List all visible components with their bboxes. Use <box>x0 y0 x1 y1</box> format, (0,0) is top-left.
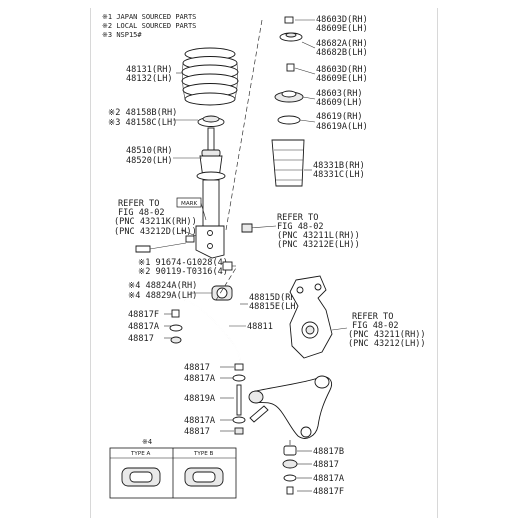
label-refer-left: REFER TO FIG 48-02 (PNC 43211K(RH)) (PNC… <box>114 199 197 237</box>
link-drawing <box>232 363 246 435</box>
svg-text:48817A: 48817A <box>313 474 345 484</box>
mark-tag: MARK <box>176 197 207 221</box>
svg-text:48603(RH): 48603(RH) <box>316 89 363 99</box>
mount-bolts-drawing <box>135 242 187 253</box>
bushing-drawing <box>211 285 233 301</box>
svg-text:48817: 48817 <box>313 460 339 470</box>
svg-text:REFER TO: REFER TO <box>118 199 159 209</box>
label-bolts: ※1 91674-G1028(4) ※2 90119-T0316(4) <box>138 258 236 277</box>
svg-text:※4: ※4 <box>142 438 152 446</box>
bottom-hardware-drawing <box>282 440 298 495</box>
svg-text:TYPE A: TYPE A <box>130 451 151 457</box>
svg-text:TYPE B: TYPE B <box>193 451 214 457</box>
svg-text:48811: 48811 <box>247 322 273 332</box>
label-link-col: 48817 48817A 48819A 48817A 48817 <box>184 363 234 437</box>
svg-text:FIG 48-02: FIG 48-02 <box>118 208 165 218</box>
svg-text:48331C(LH): 48331C(LH) <box>313 170 365 180</box>
label-strut: 48510(RH) 48520(LH) <box>126 146 202 166</box>
svg-text:REFER TO: REFER TO <box>352 312 393 322</box>
svg-text:48819A: 48819A <box>184 394 216 404</box>
legend-line-3: ※3 NSP15# <box>102 31 142 39</box>
knuckle-drawing <box>289 275 333 359</box>
svg-text:(PNC 43211K(RH)): (PNC 43211K(RH)) <box>114 217 197 227</box>
svg-text:48609E(LH): 48609E(LH) <box>316 24 368 34</box>
svg-text:48817F: 48817F <box>128 310 159 320</box>
svg-text:(PNC 43211L(RH)): (PNC 43211L(RH)) <box>277 231 360 241</box>
label-left-col: 48817F 48817A 48817 <box>128 309 183 344</box>
svg-text:48609(LH): 48609(LH) <box>316 98 363 108</box>
svg-text:FIG 48-02: FIG 48-02 <box>352 321 399 331</box>
svg-text:MARK: MARK <box>181 201 198 207</box>
label-refer-right: REFER TO FIG 48-02 (PNC 43211(RH)) (PNC … <box>331 312 426 349</box>
label-refer-mid: REFER TO FIG 48-02 (PNC 43211L(RH)) (PNC… <box>241 213 360 250</box>
upper-mount-stack-drawing <box>271 16 305 187</box>
svg-text:48132(LH): 48132(LH) <box>126 74 173 84</box>
svg-text:48510(RH): 48510(RH) <box>126 146 173 156</box>
svg-text:48817A: 48817A <box>184 374 216 384</box>
svg-text:48817B: 48817B <box>313 447 344 457</box>
svg-text:REFER TO: REFER TO <box>277 213 318 223</box>
svg-text:※3 48158C(LH): ※3 48158C(LH) <box>108 118 177 128</box>
svg-text:48331B(RH): 48331B(RH) <box>313 161 365 171</box>
svg-text:(PNC 43212(LH)): (PNC 43212(LH)) <box>348 339 426 349</box>
label-right-col: 48603D(RH) 48609E(LH) 48682A(RH) 48682B(… <box>294 15 368 180</box>
svg-text:※2 90119-T0316(4): ※2 90119-T0316(4) <box>138 267 228 277</box>
svg-text:※1 91674-G1028(4): ※1 91674-G1028(4) <box>138 258 228 268</box>
svg-text:48815E(LH): 48815E(LH) <box>249 302 301 312</box>
svg-text:48520(LH): 48520(LH) <box>126 156 173 166</box>
legend: ※1 JAPAN SOURCED PARTS ※2 LOCAL SOURCED … <box>102 13 196 39</box>
coil-spring-drawing <box>181 47 239 106</box>
legend-line-1: ※1 JAPAN SOURCED PARTS <box>102 13 196 21</box>
svg-text:48682B(LH): 48682B(LH) <box>316 48 368 58</box>
svg-text:※4 48824A(RH): ※4 48824A(RH) <box>128 281 197 291</box>
svg-text:FIG 48-02: FIG 48-02 <box>277 222 324 232</box>
svg-text:48131(RH): 48131(RH) <box>126 65 173 75</box>
svg-text:48619A(LH): 48619A(LH) <box>316 122 368 132</box>
label-spring: 48131(RH) 48132(LH) <box>126 65 183 84</box>
svg-text:(PNC 43212E(LH)): (PNC 43212E(LH)) <box>277 240 360 250</box>
lower-arm-drawing <box>248 375 332 439</box>
label-seat: ※2 48158B(RH) ※3 48158C(LH) <box>108 108 198 128</box>
svg-text:(PNC 43211(RH)): (PNC 43211(RH)) <box>348 330 426 340</box>
svg-text:48817A: 48817A <box>184 416 216 426</box>
svg-text:※4 48829A(LH): ※4 48829A(LH) <box>128 291 197 301</box>
svg-text:48817F: 48817F <box>313 487 344 497</box>
spring-seat-drawing <box>197 115 225 127</box>
stabilizer-bar-drawing <box>184 267 241 361</box>
diagram-sheet <box>90 8 438 518</box>
assembly-axis-line <box>225 19 263 231</box>
svg-text:48817: 48817 <box>128 334 154 344</box>
label-stabilizer: 48811 <box>229 322 273 332</box>
legend-line-2: ※2 LOCAL SOURCED PARTS <box>102 22 196 30</box>
label-bottom-col: 48817B 48817 48817A 48817F <box>297 447 345 497</box>
svg-text:48603D(RH): 48603D(RH) <box>316 65 368 75</box>
svg-text:48609E(LH): 48609E(LH) <box>316 74 368 84</box>
label-link-right: 48815D(RH) 48815E(LH) <box>240 293 301 312</box>
svg-text:(PNC 43212D(LH)): (PNC 43212D(LH)) <box>114 227 197 237</box>
svg-text:48603D(RH): 48603D(RH) <box>316 15 368 25</box>
svg-text:48682A(RH): 48682A(RH) <box>316 39 368 49</box>
svg-text:48817: 48817 <box>184 427 210 437</box>
strut-drawing <box>185 127 226 259</box>
type-box: ※4 TYPE A TYPE B <box>109 438 237 499</box>
label-bushings: ※4 48824A(RH) ※4 48829A(LH) <box>128 281 212 301</box>
svg-text:48817: 48817 <box>184 363 210 373</box>
svg-text:48619(RH): 48619(RH) <box>316 112 363 122</box>
svg-text:48817A: 48817A <box>128 322 160 332</box>
svg-text:※2 48158B(RH): ※2 48158B(RH) <box>108 108 177 118</box>
svg-text:48815D(RH): 48815D(RH) <box>249 293 301 303</box>
